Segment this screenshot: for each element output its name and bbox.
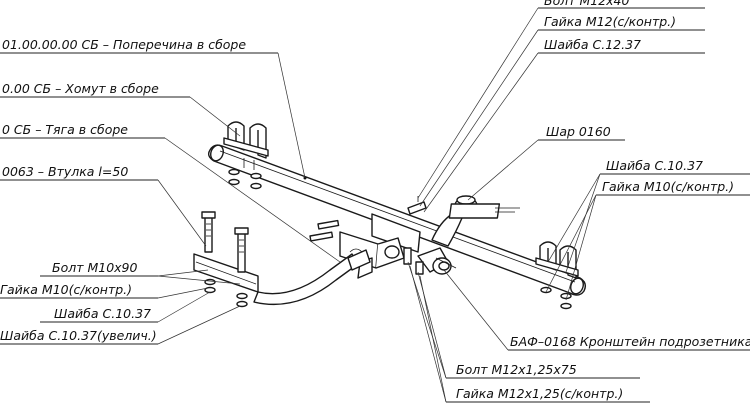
- label-washer-c10-enlarged: Шайба С.10.37(увелич.): [0, 328, 157, 343]
- leader-lines: [0, 7, 750, 403]
- part-labels: 01.00.00.00 СБ – Поперечина в сборе 0.00…: [0, 0, 750, 401]
- label-bolt-m10x90: Болт М10х90: [52, 260, 138, 275]
- label-rod: 0 СБ – Тяга в сборе: [2, 122, 128, 137]
- label-washer-c10-right: Шайба С.10.37: [606, 158, 703, 173]
- crossbar-tube: [207, 144, 587, 296]
- tow-ball: [431, 195, 520, 247]
- drawbar-rod: [193, 249, 371, 306]
- label-bracket: БАФ–0168 Кронштейн подрозетника: [510, 334, 750, 349]
- label-bushing: 0063 – Втулка l=50: [2, 164, 128, 179]
- center-bolts: [309, 219, 424, 275]
- label-bolt-m12x40: Болт М12х40: [544, 0, 630, 8]
- label-washer-c10-left: Шайба С.10.37: [54, 306, 151, 321]
- left-clamp: [223, 121, 269, 190]
- left-bolts: [201, 211, 249, 308]
- label-bolt-m12x125: Болт М12х1,25х75: [456, 362, 577, 377]
- label-nut-m12: Гайка М12(с/контр.): [544, 14, 676, 29]
- right-clamp: [535, 241, 579, 310]
- label-washer-c12: Шайба С.12.37: [544, 37, 641, 52]
- label-nut-m10-left: Гайка М10(с/контр.): [0, 282, 132, 297]
- socket-bracket: [417, 247, 457, 275]
- top-plate: [407, 196, 427, 215]
- label-clamp: 0.00 СБ – Хомут в сборе: [2, 81, 159, 96]
- label-ball: Шар 0160: [546, 124, 611, 139]
- label-nut-m10-right: Гайка М10(с/контр.): [602, 179, 734, 194]
- label-nut-m12x125: Гайка М12х1,25(с/контр.): [456, 386, 623, 401]
- towbar-parts: [193, 121, 587, 310]
- label-crossbar: 01.00.00.00 СБ – Поперечина в сборе: [2, 37, 246, 52]
